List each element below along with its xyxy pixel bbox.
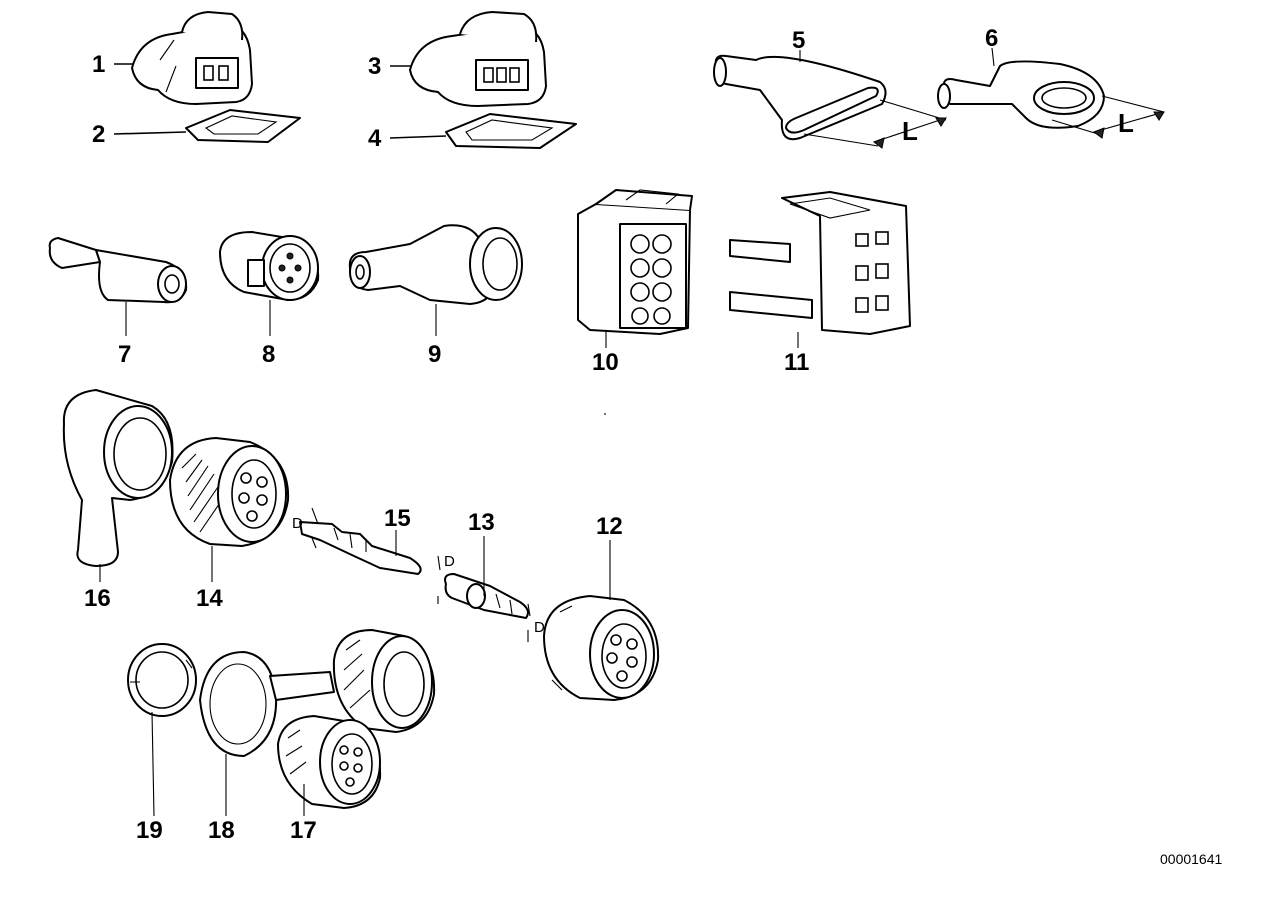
part-8-round-socket[interactable] <box>219 231 320 301</box>
part-14-coupling-connector[interactable] <box>169 437 290 547</box>
part-13-contact-socket[interactable] <box>444 573 529 619</box>
callout-4: 4 <box>368 125 382 152</box>
callout-13: 13 <box>468 509 495 536</box>
callout-9: 9 <box>428 341 441 368</box>
part-18-flange-gasket[interactable] <box>199 651 335 757</box>
callout-17: 17 <box>290 817 317 844</box>
dimension-diameter-label: D <box>444 553 455 570</box>
part-19-retaining-ring[interactable] <box>127 643 197 717</box>
callout-12: 12 <box>596 513 623 540</box>
dimension-length-label: L <box>902 116 918 146</box>
callout-10: 10 <box>592 349 619 376</box>
callout-19: 19 <box>136 817 163 844</box>
dimension-length-label: L <box>1118 108 1134 138</box>
callout-16: 16 <box>84 585 111 612</box>
dimension-diameter-label: D <box>292 515 303 532</box>
part-6-angled-boot[interactable] <box>937 60 1105 129</box>
drawing-number: 00001641 <box>1160 851 1223 867</box>
part-16-angled-boot[interactable] <box>62 389 174 567</box>
part-11-connector-housing[interactable] <box>729 191 911 335</box>
part-5-rubber-boot[interactable] <box>713 54 887 141</box>
callout-2: 2 <box>92 121 105 148</box>
callout-14: 14 <box>196 585 223 612</box>
callout-3: 3 <box>368 53 381 80</box>
callout-1: 1 <box>92 51 105 78</box>
part-3-plug-housing[interactable] <box>409 11 547 107</box>
callout-6: 6 <box>985 25 998 52</box>
part-17-socket-assembly[interactable] <box>277 629 436 809</box>
callout-5: 5 <box>792 27 805 54</box>
callout-8: 8 <box>262 341 275 368</box>
part-15-contact-pin[interactable] <box>299 521 422 575</box>
part-4-gasket[interactable] <box>445 113 577 149</box>
callout-7: 7 <box>118 341 131 368</box>
callout-11: 11 <box>784 349 809 376</box>
part-12-flange-socket[interactable] <box>543 595 660 701</box>
callout-18: 18 <box>208 817 235 844</box>
dimension-diameter-label: D <box>534 619 545 636</box>
part-7-contact-sleeve[interactable] <box>48 237 188 304</box>
part-10-connector-block[interactable] <box>577 189 693 335</box>
part-9-angled-sleeve[interactable] <box>348 224 523 305</box>
callout-15: 15 <box>384 505 411 532</box>
part-2-gasket[interactable] <box>185 109 301 143</box>
part-1-plug-housing[interactable] <box>131 11 253 105</box>
